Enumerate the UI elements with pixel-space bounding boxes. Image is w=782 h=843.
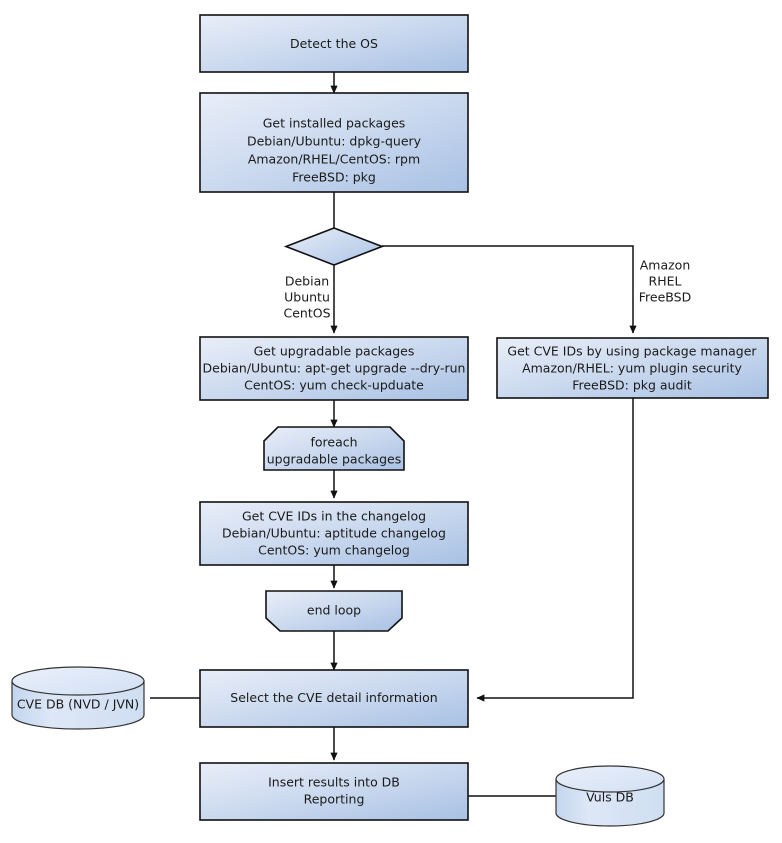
- get-cve-ids-changelog-line-3: CentOS: yum changelog: [258, 543, 410, 558]
- vuls-db-top: [555, 765, 665, 793]
- edge-decision-to-pkgmanager: [382, 245, 637, 334]
- get-cve-ids-changelog-shape: [199, 501, 469, 566]
- node-detect-os[interactable]: Detect the OS: [199, 14, 469, 73]
- get-installed-packages-shape: [199, 92, 469, 193]
- connector-layer: [150, 72, 637, 797]
- node-get-cve-ids-changelog[interactable]: Get CVE IDs in the changelog Debian/Ubun…: [199, 501, 469, 566]
- node-insert-results[interactable]: Insert results into DB Reporting: [199, 762, 469, 821]
- node-foreach-loop-start[interactable]: foreach upgradable packages: [263, 426, 405, 471]
- right-branch-line-1: Amazon: [640, 258, 691, 273]
- edge-label-right-branch: Amazon RHEL FreeBSD: [639, 258, 691, 305]
- get-installed-packages-line-4: FreeBSD: pkg: [292, 170, 376, 185]
- get-installed-packages-line-1: Get installed packages: [263, 116, 406, 131]
- detect-os-shape: [199, 14, 469, 73]
- edge-label-left-branch: Debian Ubuntu CentOS: [283, 274, 330, 321]
- select-cve-detail-shape: [199, 669, 469, 728]
- left-branch-line-2: Ubuntu: [284, 290, 330, 305]
- node-vuls-db[interactable]: Vuls DB: [555, 765, 665, 827]
- node-get-installed-packages[interactable]: Get installed packages Debian/Ubuntu: dp…: [199, 92, 469, 193]
- cve-db-label: CVE DB (NVD / JVN): [17, 697, 139, 712]
- get-cve-ids-package-manager-line-2: Amazon/RHEL: yum plugin security: [522, 361, 742, 376]
- insert-results-line-2: Reporting: [304, 792, 365, 807]
- edge-pkgmanager-to-select: [476, 398, 634, 702]
- left-branch-line-3: CentOS: [283, 306, 330, 321]
- right-branch-line-3: FreeBSD: [639, 290, 691, 305]
- foreach-loop-start-line-1: foreach: [310, 435, 357, 450]
- insert-results-shape: [199, 762, 469, 821]
- detect-os-label: Detect the OS: [290, 36, 378, 51]
- insert-results-line-1: Insert results into DB: [268, 775, 400, 790]
- get-cve-ids-changelog-line-2: Debian/Ubuntu: aptitude changelog: [222, 526, 446, 541]
- get-cve-ids-package-manager-line-1: Get CVE IDs by using package manager: [507, 344, 757, 359]
- foreach-loop-start-line-2: upgradable packages: [267, 452, 402, 467]
- left-branch-line-1: Debian: [285, 274, 329, 289]
- select-cve-detail-label: Select the CVE detail information: [230, 690, 437, 705]
- get-installed-packages-line-2: Debian/Ubuntu: dpkg-query: [247, 134, 422, 149]
- foreach-loop-start-shape: [263, 426, 405, 471]
- node-get-upgradable-packages[interactable]: Get upgradable packages Debian/Ubuntu: a…: [199, 336, 469, 401]
- get-cve-ids-package-manager-line-3: FreeBSD: pkg audit: [572, 378, 692, 393]
- right-branch-line-2: RHEL: [649, 274, 682, 289]
- end-loop-shape: [265, 590, 403, 632]
- node-os-decision[interactable]: [283, 227, 385, 266]
- node-select-cve-detail[interactable]: Select the CVE detail information: [199, 669, 469, 728]
- end-loop-label: end loop: [307, 603, 361, 618]
- get-cve-ids-changelog-line-1: Get CVE IDs in the changelog: [242, 509, 426, 524]
- get-upgradable-packages-line-3: CentOS: yum check-upduate: [244, 378, 424, 393]
- cve-db-top: [11, 666, 145, 696]
- get-installed-packages-line-3: Amazon/RHEL/CentOS: rpm: [248, 152, 420, 167]
- vuls-db-label: Vuls DB: [586, 790, 634, 805]
- get-upgradable-packages-line-2: Debian/Ubuntu: apt-get upgrade --dry-run: [203, 361, 466, 376]
- get-upgradable-packages-shape: [199, 336, 469, 401]
- node-get-cve-ids-package-manager[interactable]: Get CVE IDs by using package manager Ama…: [496, 337, 769, 399]
- node-end-loop[interactable]: end loop: [265, 590, 403, 632]
- os-decision-shape: [283, 227, 385, 266]
- node-cve-db[interactable]: CVE DB (NVD / JVN): [11, 666, 145, 730]
- get-upgradable-packages-line-1: Get upgradable packages: [254, 344, 415, 359]
- get-cve-ids-package-manager-shape: [496, 337, 769, 399]
